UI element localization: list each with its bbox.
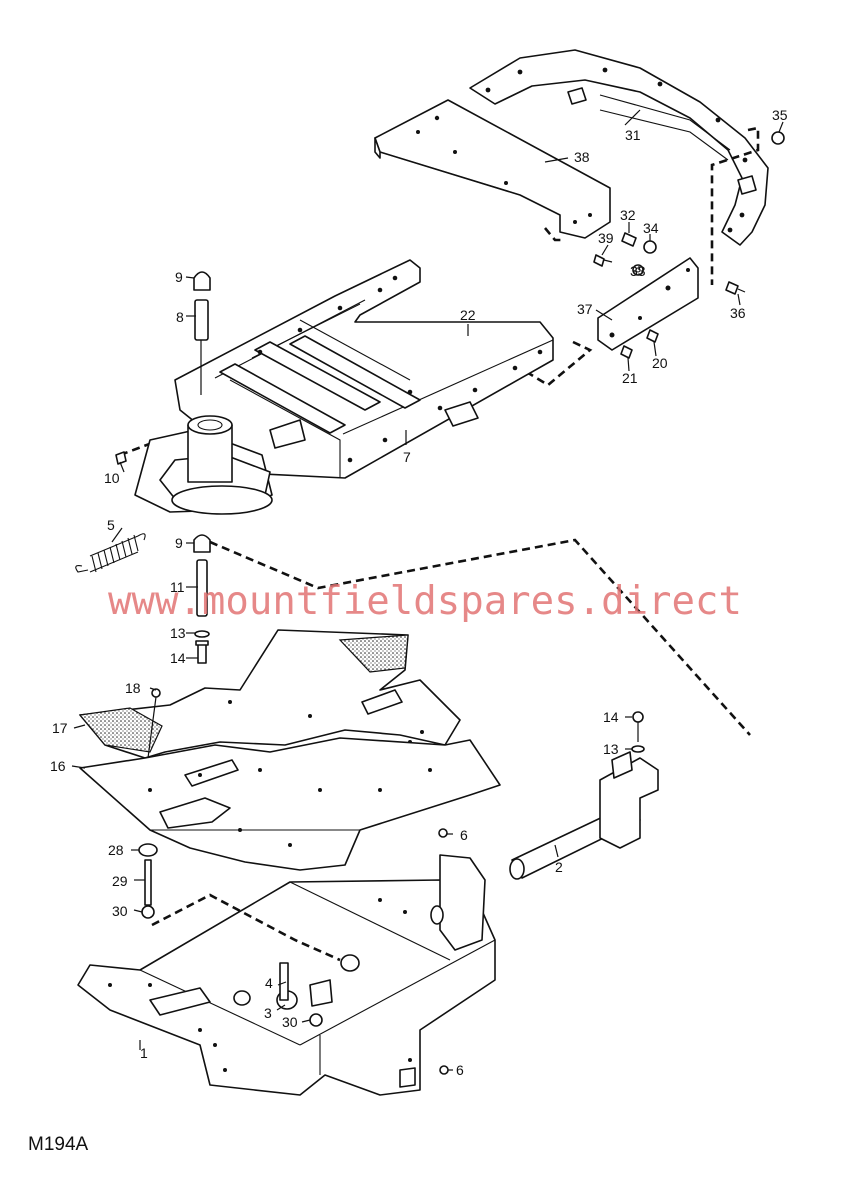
callout-11: 11: [170, 579, 185, 595]
watermark-text: www.mountfieldspares.direct: [108, 579, 742, 624]
callout-29: 29: [112, 873, 128, 889]
callout-7: 7: [403, 449, 411, 465]
callout-32: 32: [620, 207, 636, 223]
callout-6-lower: 6: [456, 1062, 464, 1078]
seat-mounting-plate: [374, 99, 611, 239]
callout-30-lower: 30: [282, 1014, 298, 1030]
callout-13-right: 13: [603, 741, 619, 757]
callout-4: 4: [265, 975, 273, 991]
callout-3: 3: [264, 1005, 272, 1021]
tension-spring: [75, 533, 146, 573]
callout-5: 5: [107, 517, 115, 533]
seat-bracket: [597, 257, 699, 351]
diagram-code: M194A: [28, 1134, 89, 1155]
callout-20: 20: [652, 355, 668, 371]
callout-39: 39: [598, 230, 614, 246]
callout-1: 1: [140, 1045, 148, 1061]
callout-38: 38: [574, 149, 590, 165]
callout-8: 8: [176, 309, 184, 325]
callout-33: 33: [630, 263, 646, 279]
callout-22: 22: [460, 307, 476, 323]
callout-labels: 1 2 3 4 5 6 6 7 8 9 9 10 11 13 13 14 14 …: [50, 107, 788, 1078]
callout-28: 28: [108, 842, 124, 858]
callout-21: 21: [622, 370, 638, 386]
callout-2: 2: [555, 859, 563, 875]
callout-35: 35: [772, 107, 788, 123]
callout-31: 31: [625, 127, 641, 143]
leader-lines: [71, 109, 784, 1071]
callout-9-upper: 9: [175, 269, 183, 285]
callout-30-left: 30: [112, 903, 128, 919]
pivot-pin-stack: [193, 271, 211, 664]
callout-34: 34: [643, 220, 659, 236]
callout-14-right: 14: [603, 709, 619, 725]
floor-plate-upper: [78, 629, 461, 759]
callout-6-upper: 6: [460, 827, 468, 843]
clip: [115, 451, 127, 465]
callout-36: 36: [730, 305, 746, 321]
floor-plate-lower: [79, 688, 501, 871]
callout-13-left: 13: [170, 625, 186, 641]
front-axle: [509, 711, 659, 880]
callout-18: 18: [125, 680, 141, 696]
callout-17: 17: [52, 720, 68, 736]
callout-10: 10: [104, 470, 120, 486]
callout-9-lower: 9: [175, 535, 183, 551]
callout-14-left: 14: [170, 650, 186, 666]
callout-37: 37: [577, 301, 593, 317]
callout-16: 16: [50, 758, 66, 774]
rear-bumper: [469, 49, 769, 246]
lower-chassis-frame: [77, 828, 496, 1096]
upper-chassis-frame: [134, 259, 554, 515]
